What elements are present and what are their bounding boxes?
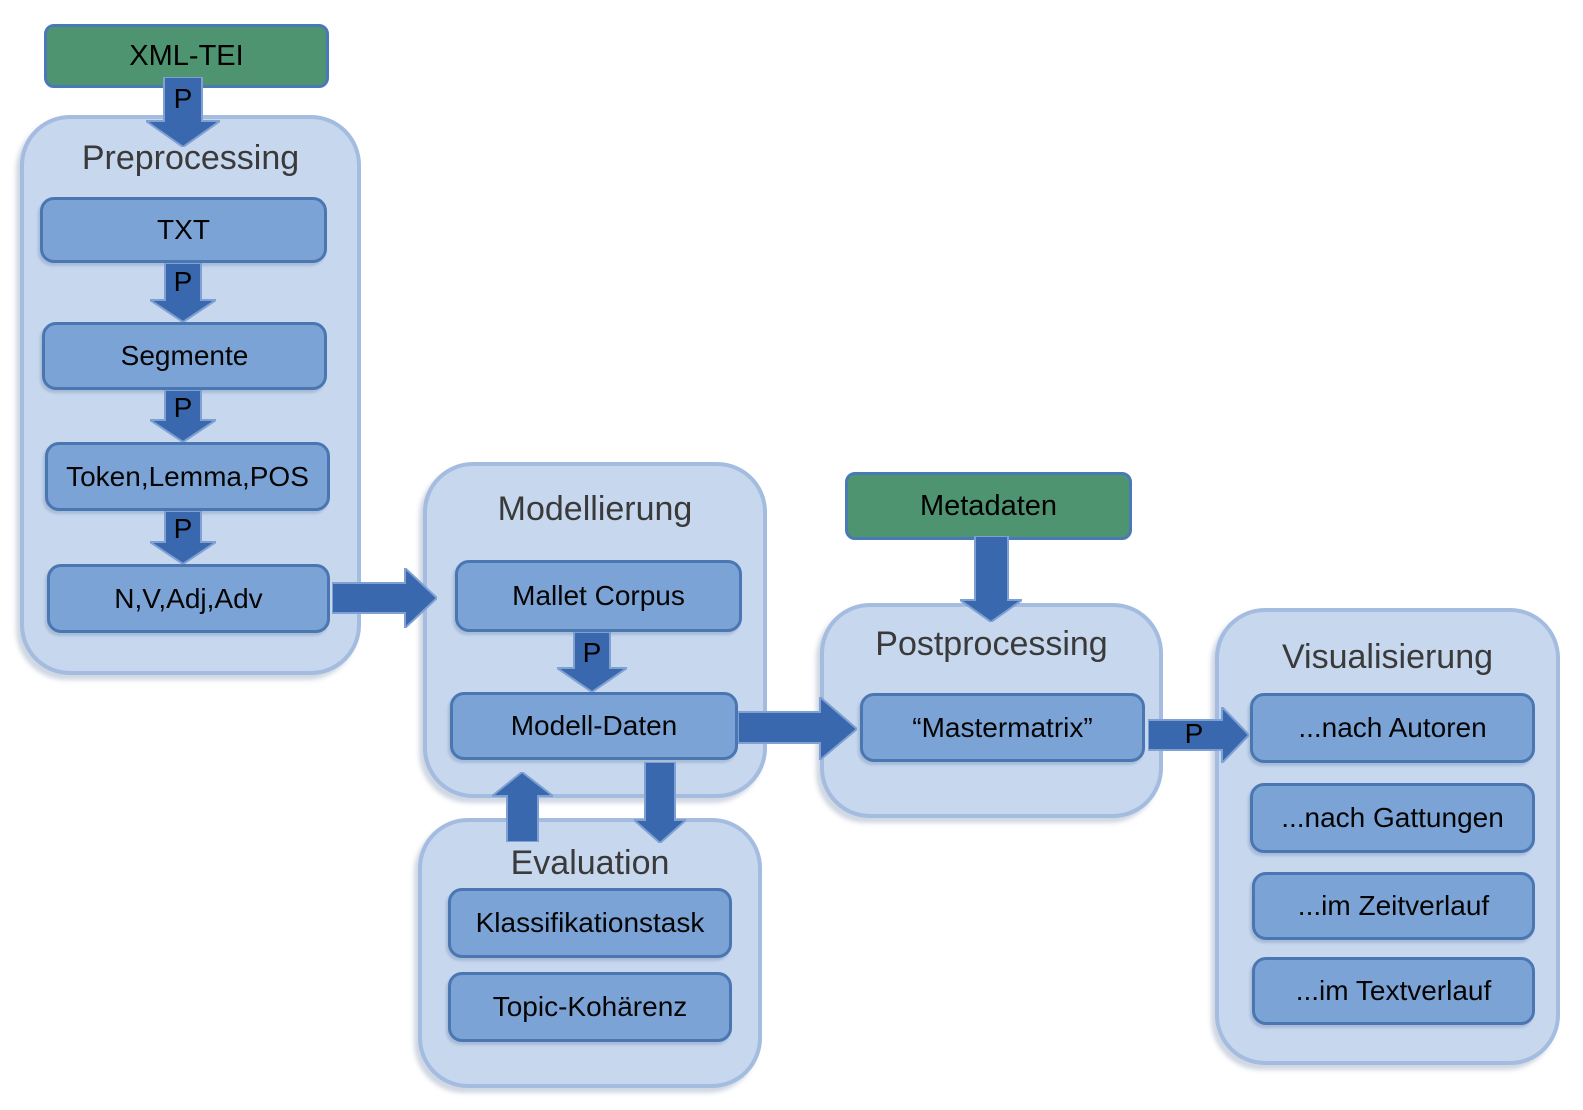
- node-mastermatrix: “Mastermatrix”: [860, 693, 1145, 762]
- node-n-v-adj-adv: N,V,Adj,Adv: [47, 564, 330, 633]
- arrow-segmente-to-token: [150, 390, 216, 442]
- arrow-metadaten-to-postprocessing: [960, 536, 1022, 622]
- arrow-modelldaten-to-mastermatrix: [738, 697, 857, 760]
- node-klassifikationstask: Klassifikationstask: [448, 888, 732, 958]
- node-token-lemma-pos: Token,Lemma,POS: [45, 442, 330, 511]
- node-im-textverlauf: ...im Textverlauf: [1252, 957, 1535, 1025]
- node-topic-kohaerenz: Topic-Kohärenz: [448, 972, 732, 1042]
- arrow-txt-to-segmente: [150, 263, 216, 322]
- arrow-label-p: P: [173, 513, 193, 544]
- arrow-mallet-to-modelldaten: [557, 632, 627, 692]
- group-title-preprocessing: Preprocessing: [81, 139, 300, 177]
- arrow-label-p: P: [173, 266, 193, 297]
- group-title-postprocessing: Postprocessing: [875, 625, 1108, 663]
- source-box-xml-tei: XML-TEI: [44, 24, 329, 88]
- arrow-label-p: P: [1184, 718, 1204, 749]
- arrow-evaluation-to-modellierung: [492, 772, 553, 842]
- group-title-modellierung: Modellierung: [497, 490, 693, 528]
- arrow-label-p: P: [173, 83, 193, 114]
- node-segmente: Segmente: [42, 322, 327, 390]
- arrow-preprocessing-to-modellierung: [332, 568, 437, 628]
- node-nach-autoren: ...nach Autoren: [1250, 693, 1535, 763]
- group-title-evaluation: Evaluation: [510, 844, 670, 882]
- group-title-visualisierung: Visualisierung: [1281, 638, 1494, 676]
- node-nach-gattungen: ...nach Gattungen: [1250, 783, 1535, 853]
- node-im-zeitverlauf: ...im Zeitverlauf: [1252, 872, 1535, 940]
- node-txt: TXT: [40, 197, 327, 263]
- node-mallet-corpus: Mallet Corpus: [455, 560, 742, 632]
- node-modell-daten: Modell-Daten: [450, 692, 738, 760]
- arrow-label-p: P: [582, 637, 602, 668]
- arrow-modellierung-to-evaluation: [634, 762, 686, 843]
- source-box-metadaten: Metadaten: [845, 472, 1132, 540]
- arrow-postprocessing-to-visualisierung: [1148, 707, 1249, 763]
- arrow-token-to-nvadjadv: [150, 511, 216, 564]
- arrow-xml-tei-to-preprocessing: [146, 77, 220, 147]
- arrow-label-p: P: [173, 392, 193, 423]
